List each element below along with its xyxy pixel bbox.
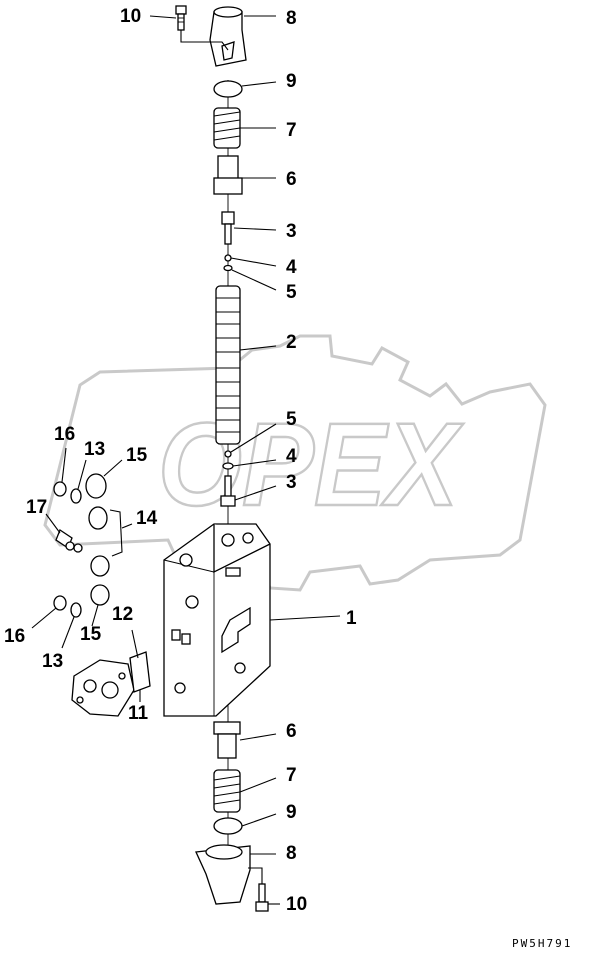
gasket-12 xyxy=(129,651,151,693)
stopper-6-top xyxy=(213,155,243,195)
plug-17 xyxy=(55,529,83,553)
cover-8-bottom xyxy=(195,844,251,905)
ring-5-mid xyxy=(224,450,232,458)
callout-15-bottom: 15 xyxy=(80,624,102,645)
valve-body-1 xyxy=(163,523,271,717)
callout-3-mid: 3 xyxy=(286,472,297,493)
spool-2 xyxy=(215,285,241,445)
callout-8-top: 8 xyxy=(286,8,297,29)
callout-6-bottom: 6 xyxy=(286,721,297,742)
callout-4-mid: 4 xyxy=(286,446,297,467)
callout-15-top: 15 xyxy=(126,445,148,466)
leader-lines xyxy=(31,15,341,905)
ring-13-top xyxy=(70,488,82,504)
callout-10-top: 10 xyxy=(120,6,141,27)
callout-13-bottom: 13 xyxy=(42,651,63,672)
watermark-text: OPEX xyxy=(158,399,464,531)
callout-7-bottom: 7 xyxy=(286,765,297,786)
callout-5-mid: 5 xyxy=(286,409,297,430)
callout-10-bottom: 10 xyxy=(286,894,307,915)
oring-15-b xyxy=(90,555,110,577)
stopper-6-bottom xyxy=(213,721,241,759)
oring-15-c xyxy=(90,584,110,606)
ring-16-top xyxy=(53,481,67,497)
bolt-10-bottom xyxy=(255,883,269,912)
watermark-gear xyxy=(43,334,547,592)
callout-7-top: 7 xyxy=(286,120,297,141)
callout-5-top: 5 xyxy=(286,282,297,303)
callout-6-top: 6 xyxy=(286,169,297,190)
callout-11: 11 xyxy=(128,703,149,724)
oring-9-bottom xyxy=(213,817,243,835)
callout-16-top: 16 xyxy=(54,424,75,445)
callout-9-bottom: 9 xyxy=(286,802,297,823)
bolt-10-top xyxy=(175,5,187,31)
ring-16-bottom xyxy=(53,595,67,611)
ring-13-bottom xyxy=(70,602,82,618)
watermark-logo: OPEX xyxy=(43,334,547,592)
callout-8-bottom: 8 xyxy=(286,843,297,864)
callouts: 10 8 9 7 6 3 4 5 2 5 4 3 16 13 15 17 14 … xyxy=(4,6,357,915)
callout-9-top: 9 xyxy=(286,71,297,92)
drawing-code: PW5H791 xyxy=(512,937,572,950)
side-pins xyxy=(171,629,191,645)
callout-13-top: 13 xyxy=(84,439,105,460)
oring-9-top xyxy=(213,80,243,98)
ring-4-mid xyxy=(222,462,234,470)
cover-8-top xyxy=(209,6,247,67)
callout-3-top: 3 xyxy=(286,221,297,242)
callout-2: 2 xyxy=(286,332,297,353)
callout-16-bottom: 16 xyxy=(4,626,25,647)
callout-17: 17 xyxy=(26,497,47,518)
cover-11 xyxy=(71,659,135,717)
bracket-14 xyxy=(109,509,123,557)
oring-15-top xyxy=(85,473,107,499)
ring-5-top xyxy=(223,264,233,272)
oring-15-a xyxy=(88,506,108,530)
callout-12: 12 xyxy=(112,604,133,625)
callout-1: 1 xyxy=(346,608,357,629)
spring-7-bottom xyxy=(213,769,241,813)
callout-14: 14 xyxy=(136,508,158,529)
pin-3-top xyxy=(221,211,235,245)
ring-4-top xyxy=(224,254,232,262)
pin-3-mid xyxy=(220,475,236,507)
callout-4-top: 4 xyxy=(286,257,297,278)
spring-7-top xyxy=(213,107,241,149)
